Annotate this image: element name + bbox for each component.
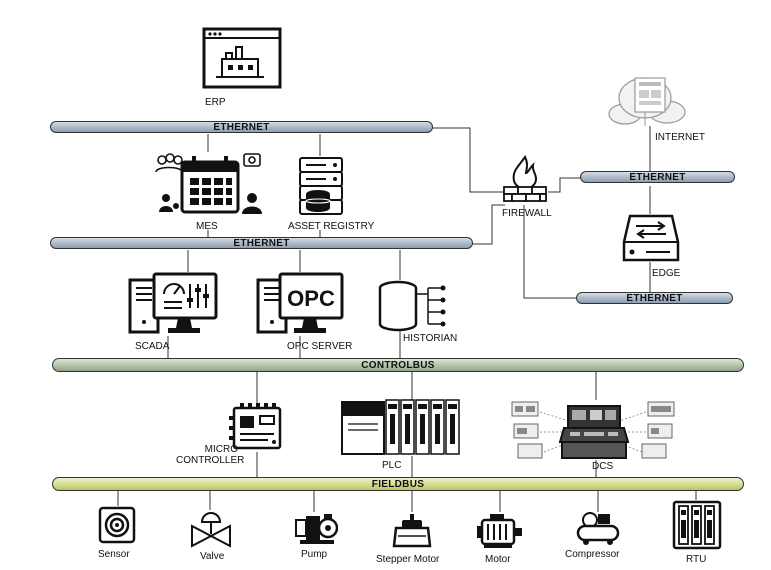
motor-icon [477,514,522,548]
compressor-icon [576,512,620,545]
ethernet-bus-label: ETHERNET [629,171,686,183]
pump-label: Pump [301,549,328,560]
historian-database-icon [378,280,446,332]
dcs-label: DCS [592,461,614,472]
micro-controller-board-icon [229,403,282,450]
edge-router-icon [622,214,680,262]
ethernet-bus-edge: ETHERNET [576,292,733,304]
ethernet-bus-mid: ETHERNET [50,237,473,249]
plc-rack-icon [341,399,460,455]
motor-label: Motor [485,554,511,565]
ethernet-bus-label: ETHERNET [626,292,683,304]
plc-label: PLC [382,460,402,471]
opc-screen-text: OPC [287,286,335,311]
scada-label: SCADA [135,341,170,352]
internet-cloud-icon [608,77,686,126]
ethernet-bus-internet: ETHERNET [580,171,735,183]
edge-label: EDGE [652,268,681,279]
historian-label: HISTORIAN [403,333,458,344]
rtu-label: RTU [686,554,707,565]
erp-icon [202,27,282,89]
mes-label: MES [196,221,218,232]
asset-registry-label: ASSET REGISTRY [288,221,375,232]
ethernet-bus-label: ETHERNET [233,237,290,249]
fieldbus-label: FIELDBUS [371,478,425,490]
ethernet-bus-label: ETHERNET [213,121,270,133]
micro-controller-label: MICRO CONTROLLER [176,444,245,466]
asset-registry-server-icon [299,157,343,215]
rtu-icon [672,500,722,550]
erp-label: ERP [205,97,226,108]
controlbus: CONTROLBUS [52,358,744,372]
fieldbus: FIELDBUS [52,477,744,491]
controlbus-label: CONTROLBUS [361,359,435,371]
opc-server-label: OPC SERVER [287,341,353,352]
firewall-icon [503,155,547,202]
valve-label: Valve [200,551,225,562]
firewall-label: FIREWALL [502,208,552,219]
compressor-label: Compressor [565,549,620,560]
micro-controller-label-line1: MICRO [204,444,238,455]
dcs-control-console-icon [511,401,675,459]
ethernet-bus-top: ETHERNET [50,121,433,133]
opc-server-workstation-icon: OPC [256,272,344,334]
sensor-icon [98,506,136,544]
stepper-motor-label: Stepper Motor [376,554,440,565]
sensor-label: Sensor [98,549,130,560]
valve-icon [191,512,231,548]
pump-icon [295,514,338,544]
stepper-motor-icon [392,514,432,548]
mes-calendar-icon [155,153,262,214]
internet-label: INTERNET [655,132,705,143]
micro-controller-label-line2: CONTROLLER [176,455,245,466]
scada-workstation-icon [128,272,218,334]
